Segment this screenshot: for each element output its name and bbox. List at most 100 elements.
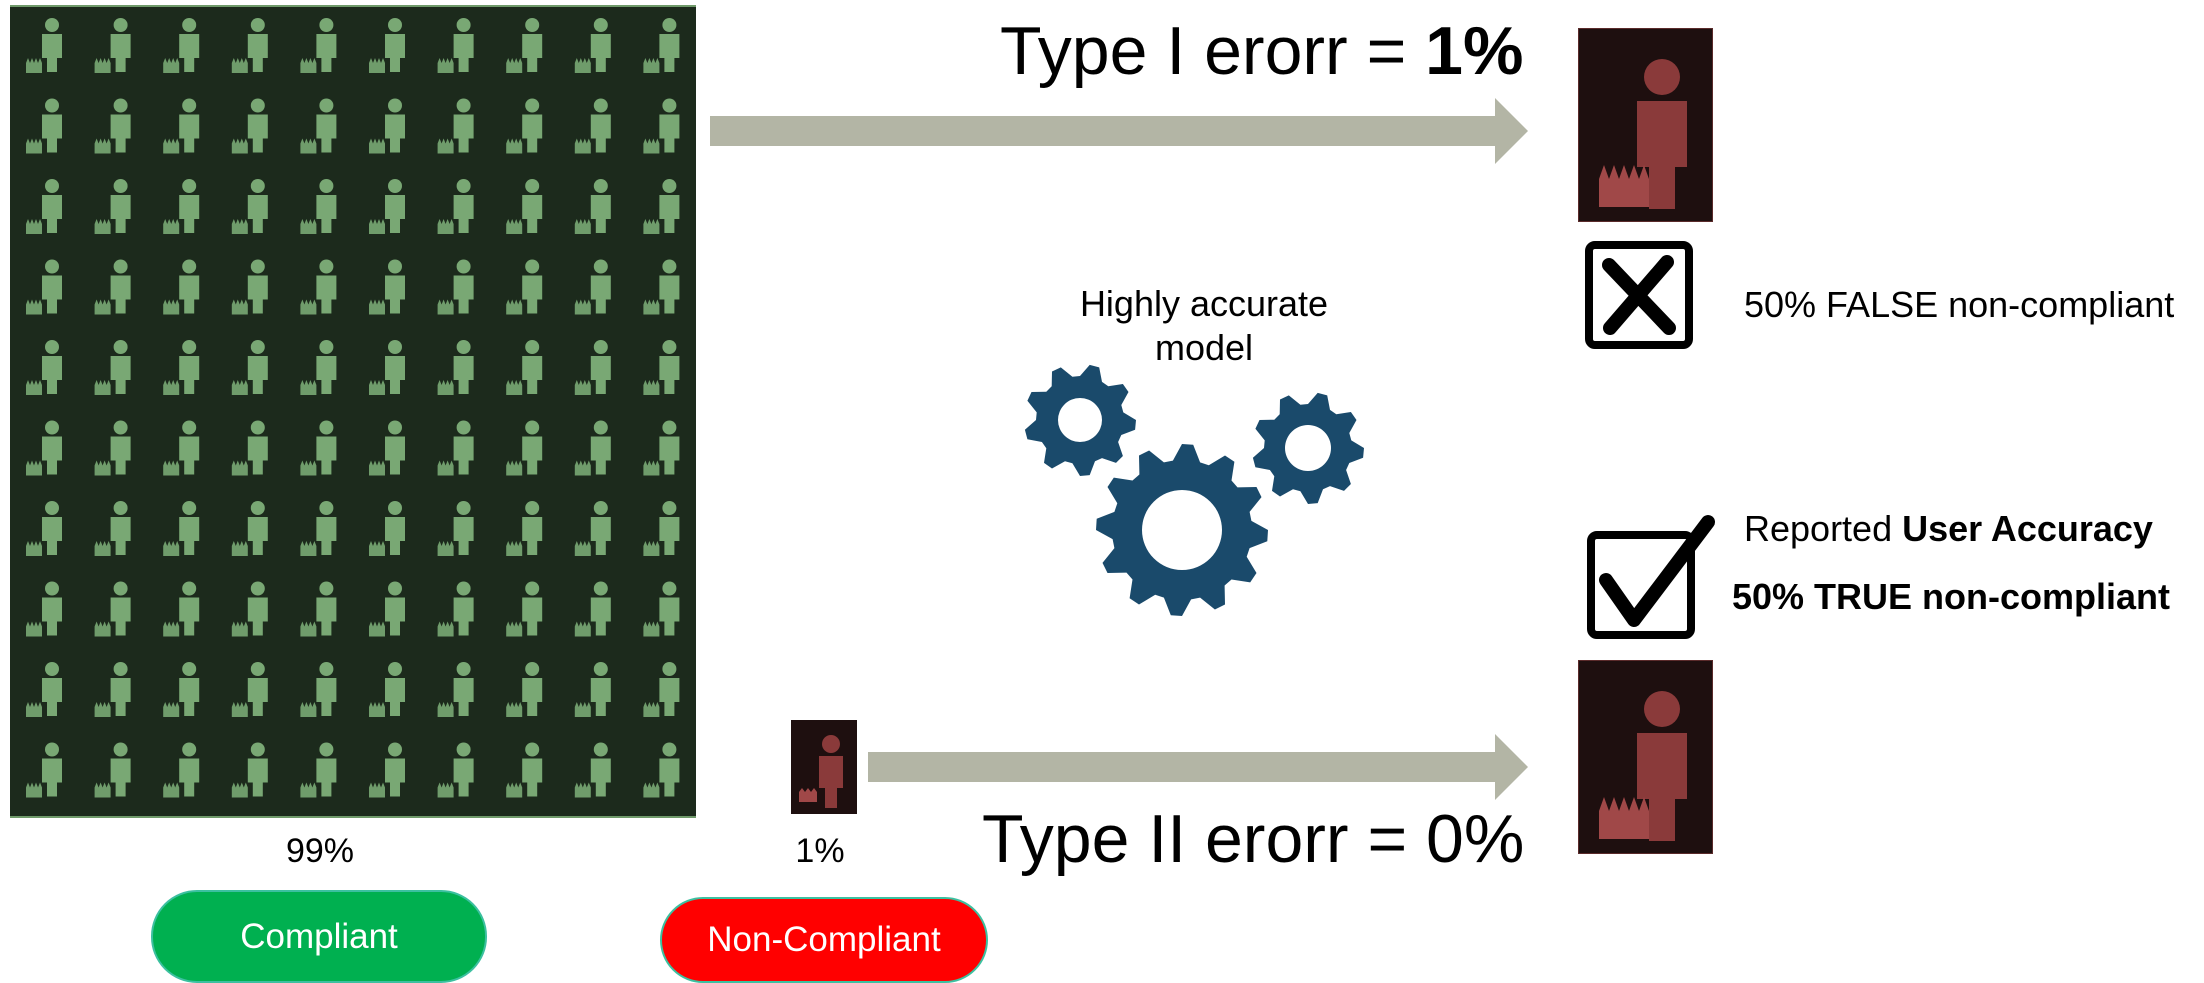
arrow-right-icon	[710, 98, 1528, 164]
person-icon	[437, 18, 474, 73]
person-icon	[799, 735, 843, 808]
person-icon	[643, 98, 680, 154]
person-icon	[574, 420, 611, 476]
noncompliant-badge: Non-Compliant	[660, 897, 988, 983]
person-icon	[231, 18, 268, 73]
person-icon	[574, 18, 611, 73]
person-icon	[506, 179, 543, 234]
person-icon	[437, 742, 474, 798]
person-icon	[574, 662, 611, 717]
person-icon	[506, 420, 543, 476]
person-icon	[231, 742, 268, 798]
person-icon	[300, 501, 337, 556]
true-noncompliant-label: 50% TRUE non-compliant	[1732, 576, 2171, 617]
model-caption: Highly accurate model	[1079, 283, 1329, 368]
person-icon	[231, 501, 268, 556]
person-icon	[369, 501, 405, 556]
person-icon	[94, 662, 131, 717]
noncompliant-sample	[791, 720, 857, 814]
person-icon	[369, 420, 405, 476]
person-icon	[94, 18, 131, 73]
compliant-population-icons	[26, 18, 680, 798]
person-icon	[26, 742, 62, 798]
person-icon	[506, 340, 543, 395]
person-icon	[369, 179, 405, 234]
person-icon	[231, 420, 268, 476]
person-icon	[369, 662, 405, 717]
person-icon	[369, 581, 405, 637]
person-icon	[300, 420, 337, 476]
check-box-icon	[1587, 515, 1715, 639]
person-icon	[163, 18, 200, 73]
gear-icon	[1096, 444, 1268, 616]
person-icon	[506, 18, 543, 73]
type1-error-label: Type I erorr = 1%	[1000, 13, 1524, 89]
gears-icon	[1024, 364, 1364, 616]
person-icon	[94, 501, 131, 556]
person-icon	[643, 179, 680, 234]
person-icon	[300, 179, 337, 234]
person-icon	[437, 581, 474, 637]
person-icon	[643, 18, 680, 73]
person-icon	[369, 18, 405, 73]
person-icon	[26, 662, 62, 717]
compliant-percent: 99%	[285, 832, 355, 870]
person-icon	[163, 581, 200, 637]
person-icon	[506, 98, 543, 154]
person-icon	[26, 340, 62, 395]
person-icon	[163, 742, 200, 798]
person-icon	[300, 98, 337, 154]
x-box-icon	[1585, 241, 1693, 349]
compliant-population-grid	[10, 5, 696, 818]
person-icon	[369, 98, 405, 154]
arrow-right-icon	[868, 734, 1528, 800]
true-positive-person	[1578, 660, 1713, 854]
person-icon	[231, 98, 268, 154]
person-icon	[574, 501, 611, 556]
person-icon	[574, 259, 611, 315]
person-icon	[231, 179, 268, 234]
person-icon	[574, 179, 611, 234]
person-icon	[1599, 59, 1687, 209]
person-icon	[94, 98, 131, 154]
person-icon	[643, 581, 680, 637]
person-icon	[163, 340, 200, 395]
person-icon	[26, 501, 62, 556]
person-icon	[300, 581, 337, 637]
person-icon	[26, 179, 62, 234]
false-positive-person	[1578, 28, 1713, 222]
person-icon	[163, 501, 200, 556]
person-icon	[231, 581, 268, 637]
noncompliant-percent: 1%	[795, 832, 845, 870]
person-icon	[643, 420, 680, 476]
person-icon	[300, 18, 337, 73]
person-icon	[574, 742, 611, 798]
person-icon	[26, 18, 62, 73]
person-icon	[94, 259, 131, 315]
reported-user-accuracy-label: Reported User Accuracy	[1744, 508, 2153, 549]
person-icon	[231, 259, 268, 315]
person-icon	[506, 742, 543, 798]
person-icon	[574, 340, 611, 395]
person-icon	[643, 340, 680, 395]
person-icon	[369, 259, 405, 315]
person-icon	[437, 179, 474, 234]
person-icon	[369, 340, 405, 395]
person-icon	[437, 340, 474, 395]
person-icon	[163, 179, 200, 234]
person-icon	[437, 98, 474, 154]
person-icon	[643, 662, 680, 717]
person-icon	[506, 662, 543, 717]
person-icon	[163, 662, 200, 717]
person-icon	[506, 259, 543, 315]
person-icon	[26, 98, 62, 154]
person-icon	[94, 742, 131, 798]
person-icon	[574, 581, 611, 637]
person-icon	[94, 340, 131, 395]
person-icon	[300, 259, 337, 315]
person-icon	[574, 98, 611, 154]
person-icon	[1599, 691, 1687, 841]
gear-icon	[1024, 364, 1136, 476]
person-icon	[437, 259, 474, 315]
person-icon	[231, 662, 268, 717]
